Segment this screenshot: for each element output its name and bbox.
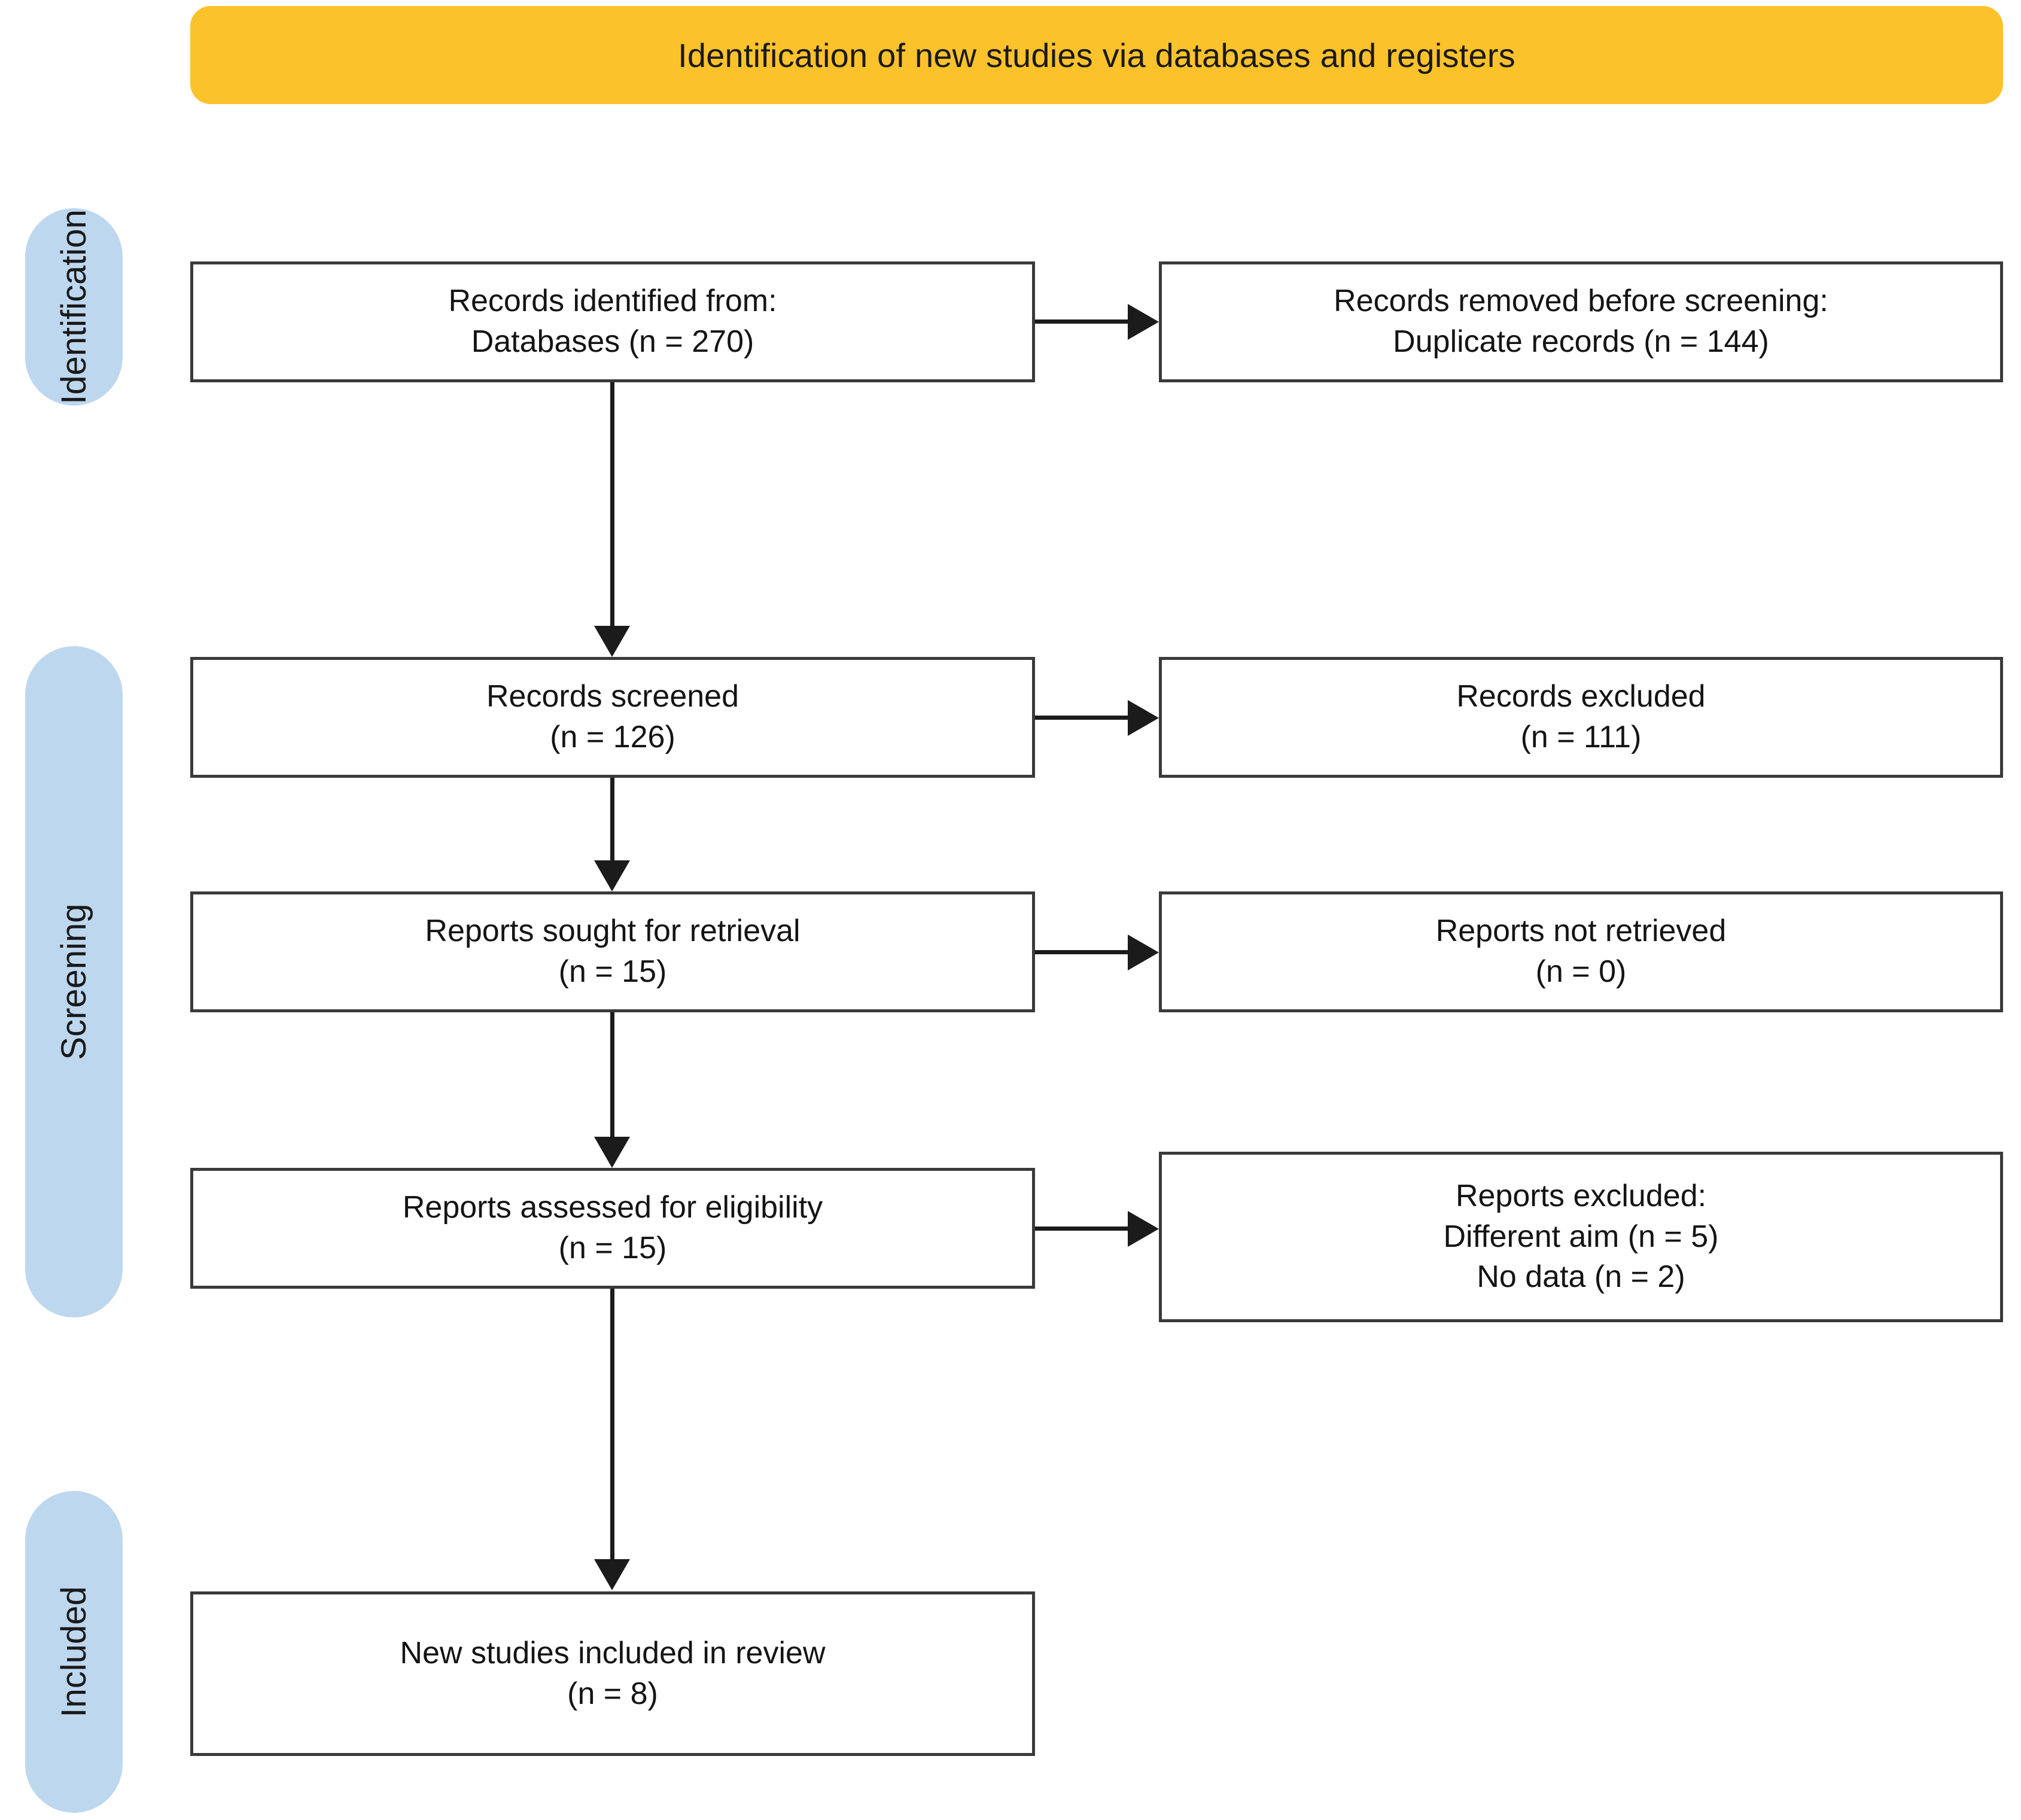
stage-pill-identification: Identification [25, 208, 123, 406]
box-records-removed-line-1: Records removed before screening: [1334, 284, 1828, 319]
connector-line-sought-to-not-retrieved [1035, 950, 1128, 954]
box-records-identified[interactable]: Records identified from: Databases (n = … [190, 261, 1035, 382]
stage-pill-included: Included [25, 1491, 123, 1813]
box-reports-sought[interactable]: Reports sought for retrieval (n = 15) [190, 891, 1035, 1012]
box-reports-excluded-line-3: No data (n = 2) [1477, 1259, 1685, 1295]
arrow-head-screened-to-sought [594, 860, 630, 891]
arrow-head-screened-to-excluded [1128, 700, 1159, 736]
arrow-head-assessed-to-excluded [1128, 1211, 1159, 1247]
connector-line-identified-to-removed [1035, 319, 1128, 324]
box-records-excluded-line-2: (n = 111) [1520, 720, 1642, 754]
box-reports-sought-line-1: Reports sought for retrieval [425, 914, 801, 949]
connector-line-identified-to-screened [610, 382, 614, 626]
box-records-screened-line-2: (n = 126) [550, 720, 675, 754]
stage-label-identification: Identification [54, 209, 93, 404]
connector-line-screened-to-sought [610, 778, 614, 860]
box-new-studies-included-line-2: (n = 8) [567, 1676, 658, 1711]
connector-line-sought-to-assessed [610, 1012, 614, 1137]
box-reports-assessed-line-1: Reports assessed for eligibility [402, 1190, 823, 1225]
diagram-title: Identification of new studies via databa… [678, 36, 1515, 74]
arrow-head-identified-to-screened [594, 626, 630, 657]
box-new-studies-included[interactable]: New studies included in review (n = 8) [190, 1591, 1035, 1756]
box-reports-assessed[interactable]: Reports assessed for eligibility (n = 15… [190, 1168, 1035, 1289]
diagram-header-banner: Identification of new studies via databa… [190, 6, 2003, 104]
box-new-studies-included-line-1: New studies included in review [400, 1635, 826, 1670]
stage-label-included: Included [54, 1586, 93, 1718]
box-records-removed[interactable]: Records removed before screening: Duplic… [1159, 261, 2003, 382]
box-reports-not-retrieved-line-2: (n = 0) [1535, 954, 1627, 989]
arrow-head-assessed-to-included [594, 1559, 630, 1590]
connector-line-assessed-to-excluded [1035, 1226, 1128, 1231]
box-records-identified-line-2: Databases (n = 270) [471, 324, 754, 359]
arrow-head-identified-to-removed [1128, 304, 1159, 340]
box-records-excluded-line-1: Records excluded [1456, 679, 1706, 714]
box-records-removed-line-2: Duplicate records (n = 144) [1393, 324, 1769, 359]
connector-line-assessed-to-included [610, 1289, 614, 1559]
arrow-head-sought-to-not-retrieved [1128, 935, 1159, 970]
box-reports-sought-line-2: (n = 15) [558, 954, 667, 989]
arrow-head-sought-to-assessed [594, 1137, 630, 1168]
box-reports-not-retrieved-line-1: Reports not retrieved [1435, 914, 1727, 949]
box-reports-excluded-line-2: Different aim (n = 5) [1443, 1219, 1719, 1254]
box-reports-not-retrieved[interactable]: Reports not retrieved (n = 0) [1159, 891, 2003, 1012]
box-records-excluded[interactable]: Records excluded (n = 111) [1159, 657, 2003, 778]
connector-line-screened-to-excluded [1035, 716, 1128, 720]
box-records-identified-line-1: Records identified from: [448, 284, 777, 319]
stage-pill-screening: Screening [25, 646, 123, 1317]
box-records-screened[interactable]: Records screened (n = 126) [190, 657, 1035, 778]
box-reports-excluded-line-1: Reports excluded: [1455, 1179, 1707, 1214]
box-reports-assessed-line-2: (n = 15) [558, 1231, 667, 1265]
box-reports-excluded[interactable]: Reports excluded: Different aim (n = 5) … [1159, 1152, 2003, 1322]
stage-label-screening: Screening [54, 903, 93, 1060]
box-records-screened-line-1: Records screened [486, 679, 739, 714]
